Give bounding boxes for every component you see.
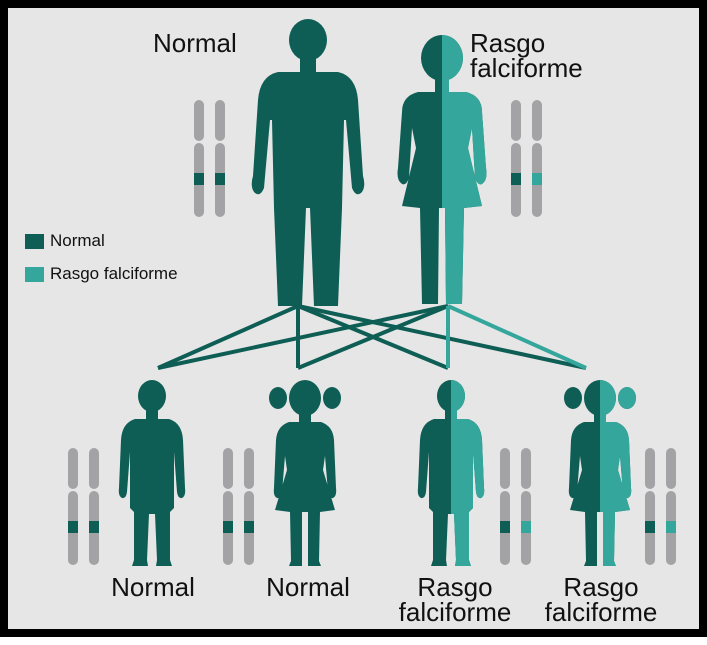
child-2-label: Normal <box>233 575 383 600</box>
legend-normal-label: Normal <box>50 231 105 251</box>
child-2-figure <box>269 380 341 566</box>
child-1-chromosome-pair <box>68 448 99 565</box>
child-3-chromosome-pair <box>500 448 531 565</box>
child-3-figure <box>418 380 484 566</box>
normal-swatch <box>25 234 44 249</box>
child-4-chromosome-pair <box>645 448 676 565</box>
child-4-label: Rasgo falciforme <box>526 575 676 625</box>
child-2-chromosome-pair <box>223 448 254 565</box>
father-figure <box>252 19 365 306</box>
inheritance-diagram <box>8 8 707 645</box>
mother-label: Rasgo falciforme <box>470 31 583 81</box>
child-1-figure <box>119 380 185 566</box>
legend-trait-label: Rasgo falciforme <box>50 264 178 284</box>
legend-trait: Rasgo falciforme <box>25 264 178 284</box>
child-1-label: Normal <box>78 575 228 600</box>
father-to-child-4-line <box>298 306 586 368</box>
legend-normal: Normal <box>25 231 105 251</box>
trait-swatch <box>25 267 44 282</box>
father-chromosome-pair <box>194 100 225 217</box>
inheritance-lines <box>158 306 586 368</box>
mother-to-child-1-line <box>158 306 448 368</box>
child-4-figure <box>564 380 636 566</box>
mother-chromosome-pair <box>511 100 542 217</box>
mother-to-child-4-line <box>448 306 586 368</box>
father-label: Normal <box>153 31 237 56</box>
father-to-child-1-line <box>158 306 298 368</box>
child-3-label: Rasgo falciforme <box>380 575 530 625</box>
